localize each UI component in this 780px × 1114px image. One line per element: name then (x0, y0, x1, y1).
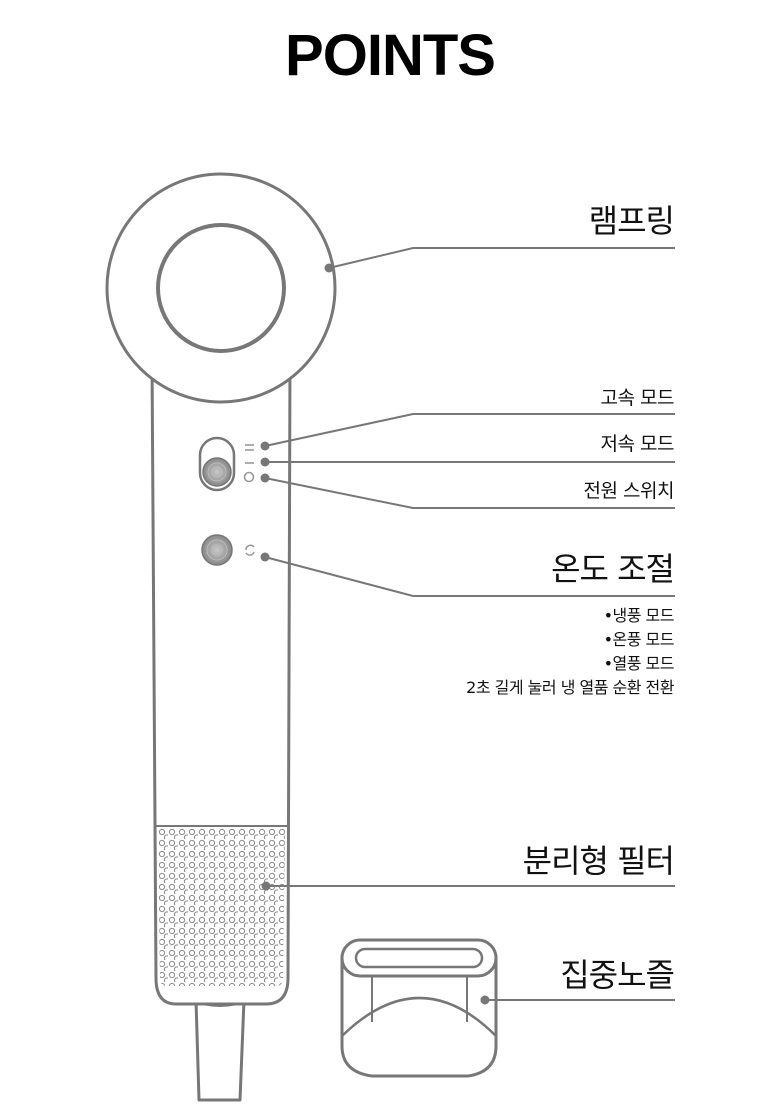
cycle-icon (245, 544, 255, 556)
air-outlet (156, 223, 286, 353)
label-power-switch: 전원 스위치 (583, 480, 675, 502)
mode-toggle-note: 2초 길게 눌러 냉 열품 순환 전환 (466, 678, 674, 697)
power-cord (194, 999, 246, 1102)
leader-dots (260, 263, 490, 1005)
filter-perforation (158, 828, 285, 986)
mode-hot: •열풍 모드 (603, 654, 675, 673)
label-nozzle: 집중노즐 (560, 956, 675, 994)
circle-icon (243, 471, 255, 483)
label-lamp-ring: 램프링 (588, 202, 675, 240)
label-low-speed: 저속 모드 (600, 433, 675, 455)
mode-cold: •냉풍 모드 (603, 606, 675, 625)
double-dash-icon (245, 444, 254, 451)
label-high-speed: 고속 모드 (600, 387, 675, 409)
temperature-mode-list: •냉풍 모드 •온풍 모드 •열풍 모드 2초 길게 눌러 냉 열품 순환 전환 (466, 604, 674, 700)
temperature-button (201, 534, 233, 566)
concentrator-nozzle (340, 938, 498, 1078)
mode-warm: •온풍 모드 (603, 630, 675, 649)
page-title: POINTS (285, 23, 496, 88)
leader-lines (264, 247, 675, 1001)
label-temperature: 온도 조절 (551, 550, 675, 588)
label-filter: 분리형 필터 (522, 842, 675, 880)
